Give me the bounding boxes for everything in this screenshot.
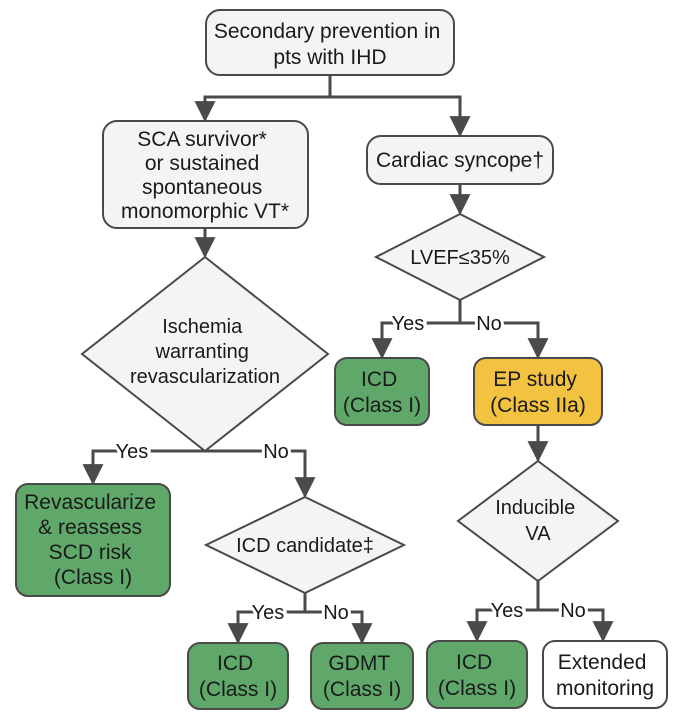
- node-lvef-decision: LVEF≤35%: [373, 212, 547, 302]
- svg-text:EP study (Class IIa): EP study (Class IIa): [490, 368, 586, 417]
- node-line: Revascularize: [24, 491, 156, 514]
- svg-text:ICD (Class I): ICD (Class I): [343, 368, 421, 417]
- node-line: ICD candidate‡: [236, 535, 374, 557]
- edge-va-no: [538, 608, 614, 643]
- node-inducible-va-decision: Inducible VA: [456, 459, 620, 583]
- edge-label-lvef-yes: Yes: [392, 313, 425, 335]
- node-line: (Class I): [343, 394, 421, 417]
- svg-text:Revascularize & reassess: Revascularize & reassess SCD risk (Class…: [24, 491, 162, 589]
- node-line: Ischemia: [162, 316, 243, 338]
- node-line: SCA survivor*: [137, 128, 267, 151]
- edge-lvef-no: [460, 321, 549, 360]
- node-line: pts with IHD: [273, 46, 386, 69]
- svg-text:Inducible VA: Inducible VA: [495, 497, 581, 545]
- svg-text:LVEF≤35%: LVEF≤35%: [410, 247, 510, 269]
- node-line: (Class I): [323, 678, 401, 701]
- edge-label-ischemia-yes: Yes: [116, 441, 149, 463]
- node-line: ICD: [456, 651, 492, 674]
- node-line: warranting: [155, 341, 249, 363]
- node-cardiac-syncope: Cardiac syncope†: [366, 135, 554, 185]
- node-line: (Class I): [438, 677, 516, 700]
- node-line: LVEF≤35%: [410, 247, 510, 269]
- edge-va-yes: [466, 580, 540, 643]
- node-line: VA: [525, 523, 551, 545]
- svg-text:Extended monitoring: Extended monitoring: [556, 651, 654, 700]
- node-line: Extended: [558, 651, 647, 674]
- connectors: [82, 75, 614, 645]
- svg-text:ICD (Class I): ICD (Class I): [438, 651, 516, 700]
- node-line: GDMT: [328, 652, 390, 675]
- svg-text:ICD (Class I): ICD (Class I): [199, 652, 277, 701]
- edge-top-to-syncope: [330, 95, 471, 138]
- edge-ischemia-yes: [82, 449, 205, 486]
- edge-label-va-yes: Yes: [491, 600, 524, 622]
- node-line: or sustained: [145, 152, 259, 175]
- edge-labels: Yes No Yes No Yes No Yes No: [113, 310, 589, 627]
- edge-top-to-sca: [194, 75, 332, 123]
- node-extended-monitoring: Extended monitoring: [542, 640, 668, 709]
- node-icd-va-yes: ICD (Class I): [426, 640, 528, 709]
- node-sca-survivor: SCA survivor* or sustained spontaneous m…: [102, 120, 309, 229]
- edge-lvef-yes: [371, 300, 462, 360]
- node-ischemia-decision: Ischemia warranting revascularization: [80, 255, 330, 453]
- node-line: (Class I): [199, 678, 277, 701]
- node-line: revascularization: [130, 366, 280, 388]
- node-line: & reassess: [38, 516, 142, 539]
- node-line: Secondary prevention in: [214, 20, 440, 43]
- node-revascularize: Revascularize & reassess SCD risk (Class…: [15, 483, 171, 597]
- svg-text:Ischemia warranting: Ischemia warranting revascularization: [130, 316, 280, 388]
- edge-ischemia-no: [205, 449, 316, 499]
- node-secondary-prevention: Secondary prevention in pts with IHD: [205, 9, 455, 76]
- node-line: (Class I): [54, 566, 132, 589]
- node-line: Inducible: [495, 497, 575, 519]
- node-icd-candidate-decision: ICD candidate‡: [203, 495, 407, 595]
- edge-candidate-yes: [227, 592, 307, 645]
- node-line: ICD: [217, 652, 253, 675]
- svg-text:GDMT (Class I): GDMT (Class I): [323, 652, 401, 701]
- svg-text:ICD candidate‡: ICD candidate‡: [236, 535, 374, 557]
- node-line: spontaneous: [142, 176, 262, 199]
- node-gdmt: GDMT (Class I): [310, 642, 414, 710]
- edge-label-va-no: No: [560, 600, 586, 622]
- node-line: monitoring: [556, 677, 654, 700]
- node-ep-study: EP study (Class IIa): [473, 357, 603, 426]
- svg-text:SCA survivor* or sustain: SCA survivor* or sustained spontaneous m…: [121, 128, 289, 223]
- edge-label-candidate-yes: Yes: [252, 602, 285, 624]
- edge-label-candidate-no: No: [323, 602, 349, 624]
- node-line: (Class IIa): [490, 394, 586, 417]
- node-icd-candidate-yes: ICD (Class I): [187, 642, 289, 710]
- svg-text:Secondary prevention in: Secondary prevention in pts with IHD: [214, 20, 446, 69]
- node-line: monomorphic VT*: [121, 200, 289, 223]
- node-icd-lvef-yes: ICD (Class I): [334, 357, 430, 426]
- node-line: EP study: [493, 368, 577, 391]
- node-line: SCD risk: [49, 541, 132, 564]
- edge-label-ischemia-no: No: [263, 441, 289, 463]
- node-line: ICD: [361, 368, 397, 391]
- node-line: Cardiac syncope†: [376, 149, 544, 172]
- edge-label-lvef-no: No: [476, 313, 502, 335]
- svg-text:Cardiac syncope†: Cardiac syncope†: [376, 149, 544, 172]
- edge-candidate-no: [305, 610, 373, 645]
